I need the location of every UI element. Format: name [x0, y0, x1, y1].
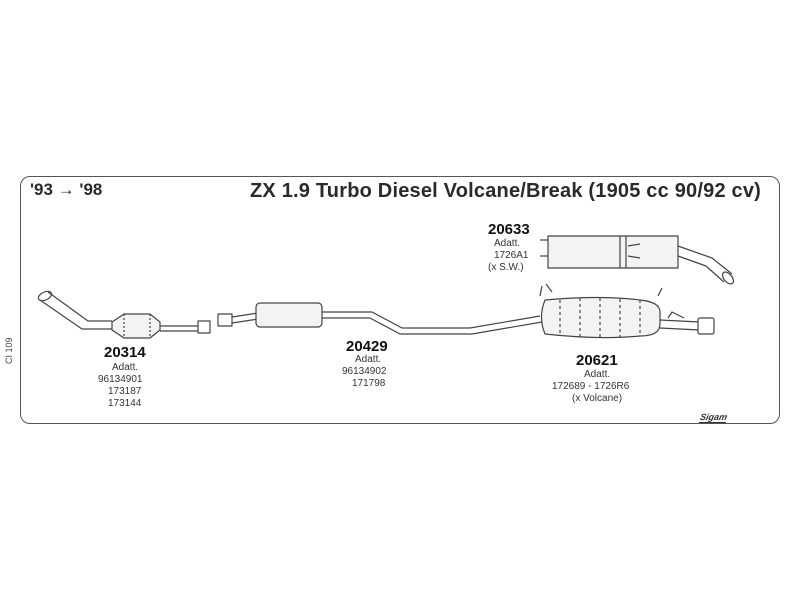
- part-adatt-label: Adatt.: [112, 362, 139, 373]
- model-title: ZX 1.9 Turbo Diesel Volcane/Break (1905 …: [250, 180, 762, 202]
- part-ref: 173144: [108, 398, 142, 409]
- model-years: '93 → '98: [30, 180, 103, 199]
- brand-logo: Sigam: [698, 412, 729, 423]
- rear-silencer-drawing: [539, 283, 715, 339]
- part-ref: 96134902: [342, 366, 387, 377]
- part-adatt-label: Adatt.: [584, 369, 611, 380]
- front-pipe-drawing: [37, 290, 112, 330]
- part-ref: 96134901: [98, 374, 143, 385]
- part-ref: 172689 - 1726R6: [552, 381, 630, 392]
- part-adatt-label: Adatt.: [494, 238, 521, 249]
- part-code-20314: 20314: [104, 344, 146, 361]
- part-ref: 173187: [108, 386, 142, 397]
- catalog-reference: CI 109: [4, 337, 14, 364]
- part-ref: 1726A1: [494, 250, 529, 261]
- part-code-20621: 20621: [576, 352, 618, 369]
- part-variant-note: (x S.W.): [488, 262, 524, 273]
- intermediate-pipe-drawing: [217, 302, 543, 335]
- part-code-20429: 20429: [346, 338, 388, 355]
- part-adatt-label: Adatt.: [355, 354, 382, 365]
- part-code-20633: 20633: [488, 221, 530, 238]
- diagram-frame: [20, 176, 780, 424]
- alternate-silencer-drawing: [540, 235, 735, 285]
- part-variant-note: (x Volcane): [572, 393, 623, 404]
- catalytic-converter-drawing: [111, 313, 211, 339]
- part-ref: 171798: [352, 378, 386, 389]
